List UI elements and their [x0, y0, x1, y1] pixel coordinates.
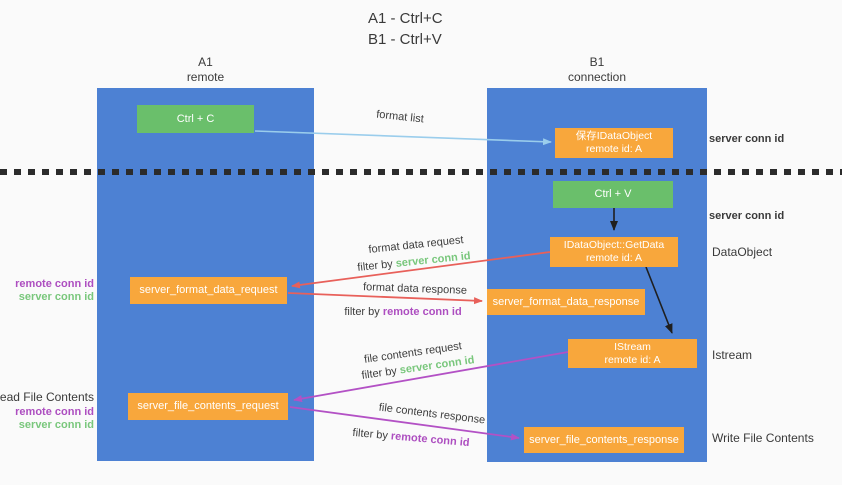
- dataobject-label: DataObject: [712, 245, 773, 259]
- remote-conn-id-text: remote conn id: [390, 430, 470, 450]
- remote-conn-id-text: remote conn id: [382, 306, 462, 318]
- istream-line1: IStream: [614, 340, 651, 353]
- left-file-remote-conn-id-label: remote conn id: [15, 406, 94, 418]
- save-idataobject-line1: 保存IDataObject: [575, 130, 653, 142]
- server-conn-id-text: server conn id: [395, 250, 472, 270]
- server-format-data-response-label: server_format_data_response: [492, 295, 640, 308]
- title-line-2: B1 - Ctrl+V: [368, 31, 442, 48]
- filter-by-text: filter by: [360, 365, 398, 382]
- ctrl-c-box: Ctrl + C: [137, 105, 254, 133]
- format-data-response-label: format data response: [362, 281, 468, 297]
- idataobject-getdata-box: IDataObject::GetData remote id: A: [550, 237, 678, 267]
- filter-by-text: filter by: [344, 306, 380, 318]
- save-idataobject-box: 保存IDataObject remote id: A: [555, 128, 673, 158]
- ctrl-v-label: Ctrl + V: [594, 188, 632, 200]
- ctrl-c-label: Ctrl + C: [176, 112, 215, 125]
- lifeline-header-a1: A1 remote: [97, 55, 314, 85]
- server-file-contents-response-box: server_file_contents_response: [524, 427, 684, 453]
- left-format-remote-conn-id-label: remote conn id: [15, 278, 94, 290]
- left-format-server-conn-id-label: server conn id: [18, 291, 94, 303]
- server-file-contents-response-label: server_file_contents_response: [529, 433, 679, 446]
- server-file-contents-request-label: server_file_contents_request: [137, 400, 279, 412]
- left-file-conn-id-block: remote conn id server conn id: [15, 406, 94, 432]
- format-data-response-filter-label: filter by remote conn id: [344, 306, 461, 318]
- server-format-data-request-box: server_format_data_request: [130, 277, 287, 304]
- machine-boundary-dotted-line: [0, 169, 842, 175]
- server-format-data-response-box: server_format_data_response: [487, 289, 645, 315]
- lifeline-a1-role: remote: [186, 70, 225, 84]
- lifeline-a1-name: A1: [198, 55, 213, 69]
- save-idataobject-line2: remote id: A: [585, 143, 643, 155]
- right-server-conn-id-top-label: server conn id: [709, 133, 785, 145]
- istream-side-label: Istream: [712, 348, 753, 362]
- diagram-title: A1 - Ctrl+C B1 - Ctrl+V: [368, 8, 443, 50]
- server-format-data-request-label: server_format_data_request: [139, 284, 278, 296]
- lifeline-header-b1: B1 connection: [487, 55, 707, 85]
- right-server-conn-id-mid-label: server conn id: [709, 210, 785, 222]
- lifeline-b1-name: B1: [589, 55, 605, 69]
- read-file-contents-label: Read File Contents: [0, 390, 94, 404]
- write-file-contents-label: Write File Contents: [712, 431, 814, 445]
- format-list-label: format list: [375, 108, 425, 126]
- istream-line2: remote id: A: [604, 353, 661, 366]
- idataobject-getdata-line2: remote id: A: [585, 252, 643, 264]
- lifeline-b1-role: connection: [567, 70, 627, 84]
- istream-box: IStream remote id: A: [568, 339, 697, 368]
- left-format-conn-id-block: remote conn id server conn id: [15, 278, 94, 304]
- file-contents-response-label: file contents response: [378, 401, 486, 427]
- idataobject-getdata-line1: IDataObject::GetData: [563, 239, 665, 251]
- server-file-contents-request-box: server_file_contents_request: [128, 393, 288, 420]
- ctrl-v-box: Ctrl + V: [553, 181, 673, 208]
- file-contents-response-filter-label: filter by remote conn id: [352, 427, 470, 449]
- filter-by-text: filter by: [356, 258, 394, 274]
- title-line-1: A1 - Ctrl+C: [368, 10, 443, 27]
- filter-by-text: filter by: [352, 426, 389, 442]
- left-file-server-conn-id-label: server conn id: [18, 419, 94, 431]
